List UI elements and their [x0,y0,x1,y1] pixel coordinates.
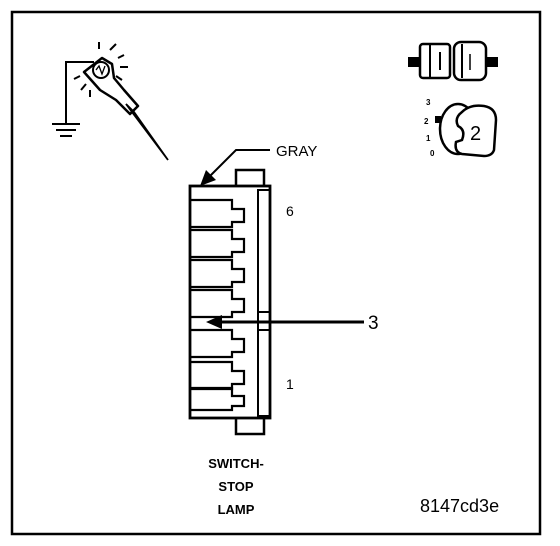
terminal-cavity [190,258,246,289]
ignition-selected-position: 2 [470,123,481,145]
gray-wire-callout [200,149,270,186]
ignition-position-label: 1 [426,134,431,143]
callout-number-label: 3 [368,313,379,334]
cavity-number-label: 6 [286,203,294,219]
connector-unplugged-icon [408,40,498,82]
terminal-cavity [190,228,246,259]
terminal-cavity [190,386,246,412]
diagram-frame [10,10,542,536]
connector-name-line-2: STOP [218,479,253,494]
terminal-cavity [190,198,246,229]
callout-3-arrow [206,315,364,329]
test-light-icon [65,42,169,161]
terminal-cavities [190,198,246,412]
ground-icon [52,122,80,137]
ignition-position-label: 0 [430,149,435,158]
wire-color-label: GRAY [276,143,317,160]
figure-id: 8147cd3e [420,496,499,516]
stop-lamp-switch-connector [188,168,272,436]
connector-name-line-3: LAMP [218,502,255,517]
terminal-cavity [190,288,246,319]
ignition-key-icon [435,102,498,158]
ignition-position-label: 3 [426,98,431,107]
ignition-position-marker [435,116,441,123]
cavity-number-label: 1 [286,376,294,392]
connector-name-line-1: SWITCH- [208,456,264,471]
terminal-cavity [190,328,246,359]
ignition-position-label: 2 [424,117,429,126]
